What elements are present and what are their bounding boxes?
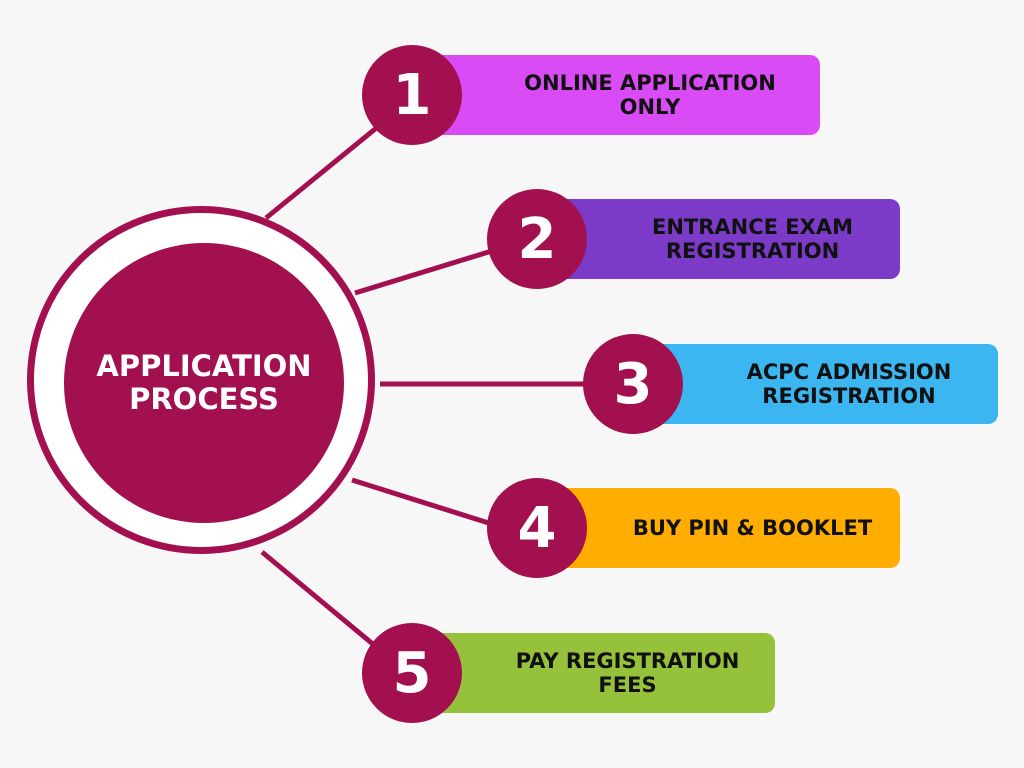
step-number-4: 4 (487, 478, 587, 578)
step-number-1: 1 (362, 45, 462, 145)
step-number-2: 2 (487, 189, 587, 289)
center-title: APPLICATION PROCESS (64, 243, 344, 523)
step-bar-1: ONLINE APPLICATION ONLY (430, 55, 820, 135)
step-bar-5: PAY REGISTRATION FEES (430, 633, 775, 713)
step-number-5: 5 (362, 623, 462, 723)
step-bar-4: BUY PIN & BOOKLET (555, 488, 900, 568)
step-bar-3: ACPC ADMISSION REGISTRATION (650, 344, 998, 424)
step-bar-2: ENTRANCE EXAM REGISTRATION (555, 199, 900, 279)
step-number-3: 3 (583, 334, 683, 434)
